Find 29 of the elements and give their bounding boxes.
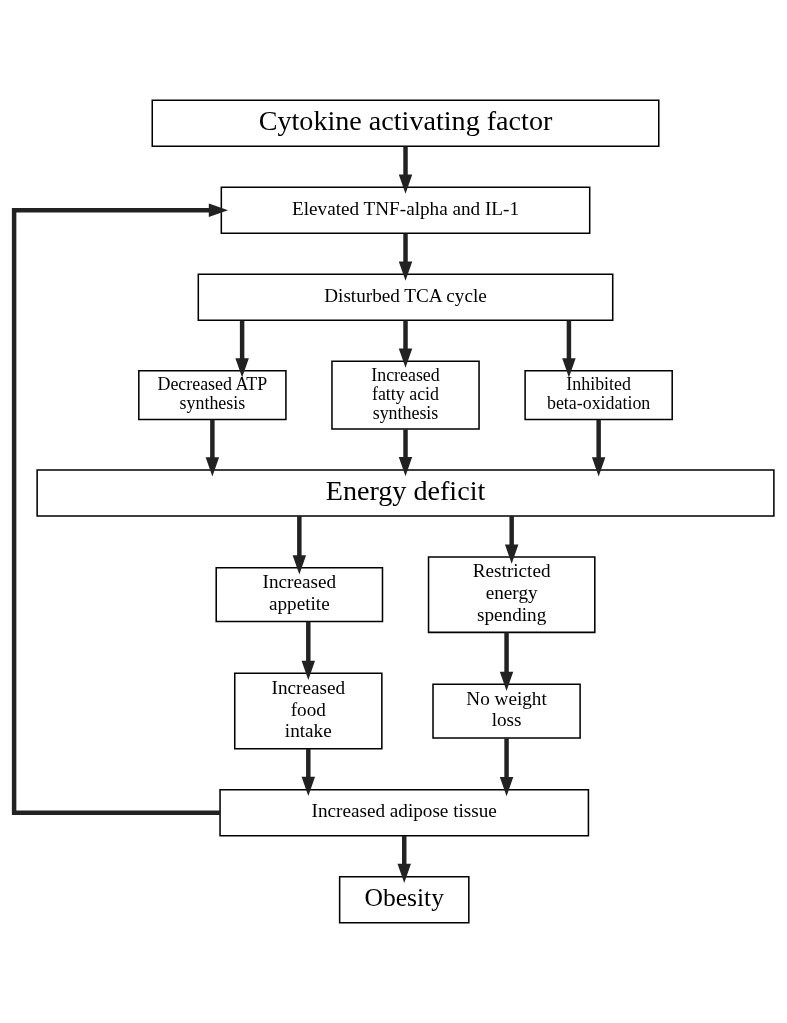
arrow — [301, 621, 315, 680]
arrow — [561, 320, 576, 378]
arrow — [398, 320, 412, 368]
node-box: Restricted energy spending — [427, 556, 596, 634]
node-box: Energy deficit — [35, 469, 775, 517]
arrow — [591, 419, 605, 477]
node-box: Obesity — [338, 875, 470, 924]
arrow — [11, 203, 228, 815]
arrow — [301, 748, 315, 797]
arrow — [499, 632, 513, 691]
arrow — [499, 738, 513, 797]
arrow — [205, 419, 219, 477]
node-box: Increased food intake — [233, 672, 383, 750]
arrow — [398, 429, 412, 477]
node-box: Increased appetite — [214, 567, 383, 623]
node-box: Inhibited beta-oxidation — [523, 370, 673, 421]
arrow — [234, 320, 249, 378]
arrow — [292, 516, 306, 575]
arrow — [398, 233, 412, 281]
node-box: Elevated TNF-alpha and IL-1 — [220, 186, 590, 235]
node-box: Decreased ATP synthesis — [137, 370, 287, 421]
node-box: Cytokine activating factor — [151, 99, 660, 148]
node-box: Increased fatty acid synthesis — [330, 360, 480, 430]
arrow — [397, 836, 411, 884]
node-box: Increased adipose tissue — [218, 788, 589, 837]
node-box: No weight loss — [431, 683, 581, 739]
node-box: Disturbed TCA cycle — [197, 273, 613, 322]
arrow — [504, 516, 518, 564]
arrow — [398, 146, 412, 194]
